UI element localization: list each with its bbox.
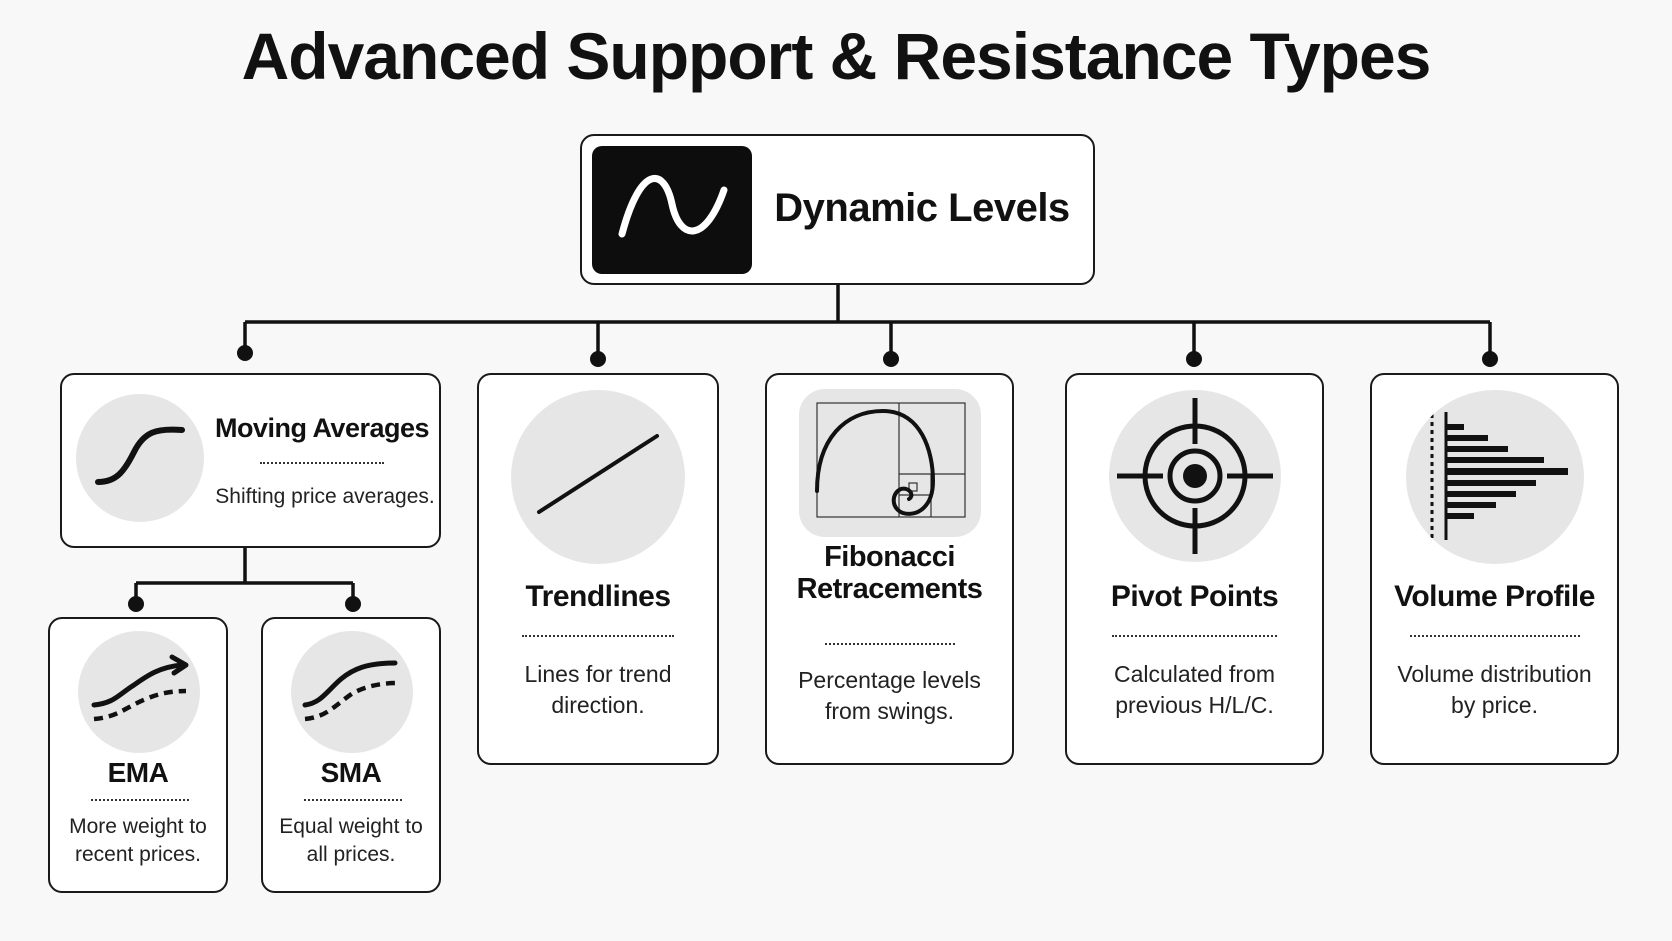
connector-dot bbox=[128, 596, 144, 612]
sine-wave-icon bbox=[592, 146, 752, 274]
node-description: Volume distribution by price. bbox=[1397, 661, 1592, 719]
node-title: SMA bbox=[320, 757, 382, 788]
s-curve-icon bbox=[76, 394, 204, 522]
root-node-dynamic-levels[interactable]: Dynamic Levels bbox=[580, 134, 1095, 285]
node-description: More weight to recent prices. bbox=[69, 815, 207, 867]
golden-spiral-icon bbox=[799, 389, 981, 537]
dotted-divider bbox=[825, 643, 955, 645]
node-trendlines[interactable]: Trendlines Lines for trend direction. bbox=[477, 373, 719, 765]
dotted-divider bbox=[1112, 635, 1277, 637]
node-description: Percentage levels from swings. bbox=[798, 667, 981, 725]
node-description: Lines for trend direction. bbox=[524, 661, 672, 719]
node-description: Calculated from previous H/L/C. bbox=[1113, 661, 1276, 719]
sma-curve-icon bbox=[291, 631, 413, 753]
node-description: Shifting price averages. bbox=[215, 485, 435, 508]
connector-dot bbox=[345, 596, 361, 612]
connector-dot bbox=[590, 351, 606, 367]
dotted-divider bbox=[260, 462, 384, 464]
connector-dot bbox=[883, 351, 899, 367]
node-ema[interactable]: EMA More weight to recent prices. bbox=[48, 617, 228, 893]
connector-dot bbox=[1186, 351, 1202, 367]
volume-histogram-icon bbox=[1406, 390, 1584, 564]
ema-curve-arrow-icon bbox=[78, 631, 200, 753]
dotted-divider bbox=[522, 635, 674, 637]
node-title: Moving Averages bbox=[214, 413, 430, 443]
connector-dot bbox=[237, 345, 253, 361]
dotted-divider bbox=[304, 799, 402, 801]
dotted-divider bbox=[91, 799, 189, 801]
node-title: Volume Profile bbox=[1394, 580, 1595, 613]
node-sma[interactable]: SMA Equal weight to all prices. bbox=[261, 617, 441, 893]
diagonal-line-icon bbox=[511, 390, 685, 564]
node-volume-profile[interactable]: Volume Profile Volume distribution by pr… bbox=[1370, 373, 1619, 765]
node-title: Trendlines bbox=[525, 580, 671, 613]
node-title: EMA bbox=[107, 757, 169, 788]
crosshair-target-icon bbox=[1109, 390, 1281, 562]
node-pivot-points[interactable]: Pivot Points Calculated from previous H/… bbox=[1065, 373, 1324, 765]
node-title: Pivot Points bbox=[1110, 580, 1279, 613]
connector-dot bbox=[1482, 351, 1498, 367]
node-moving-averages[interactable]: Moving Averages Shifting price averages. bbox=[60, 373, 441, 548]
root-label: Dynamic Levels bbox=[774, 186, 1070, 230]
node-fibonacci-retracements[interactable]: Fibonacci Retracements Percentage levels… bbox=[765, 373, 1014, 765]
node-title: Fibonacci Retracements bbox=[796, 541, 983, 606]
dotted-divider bbox=[1410, 635, 1580, 637]
node-description: Equal weight to all prices. bbox=[279, 815, 423, 867]
page-title: Advanced Support & Resistance Types bbox=[241, 19, 1432, 93]
